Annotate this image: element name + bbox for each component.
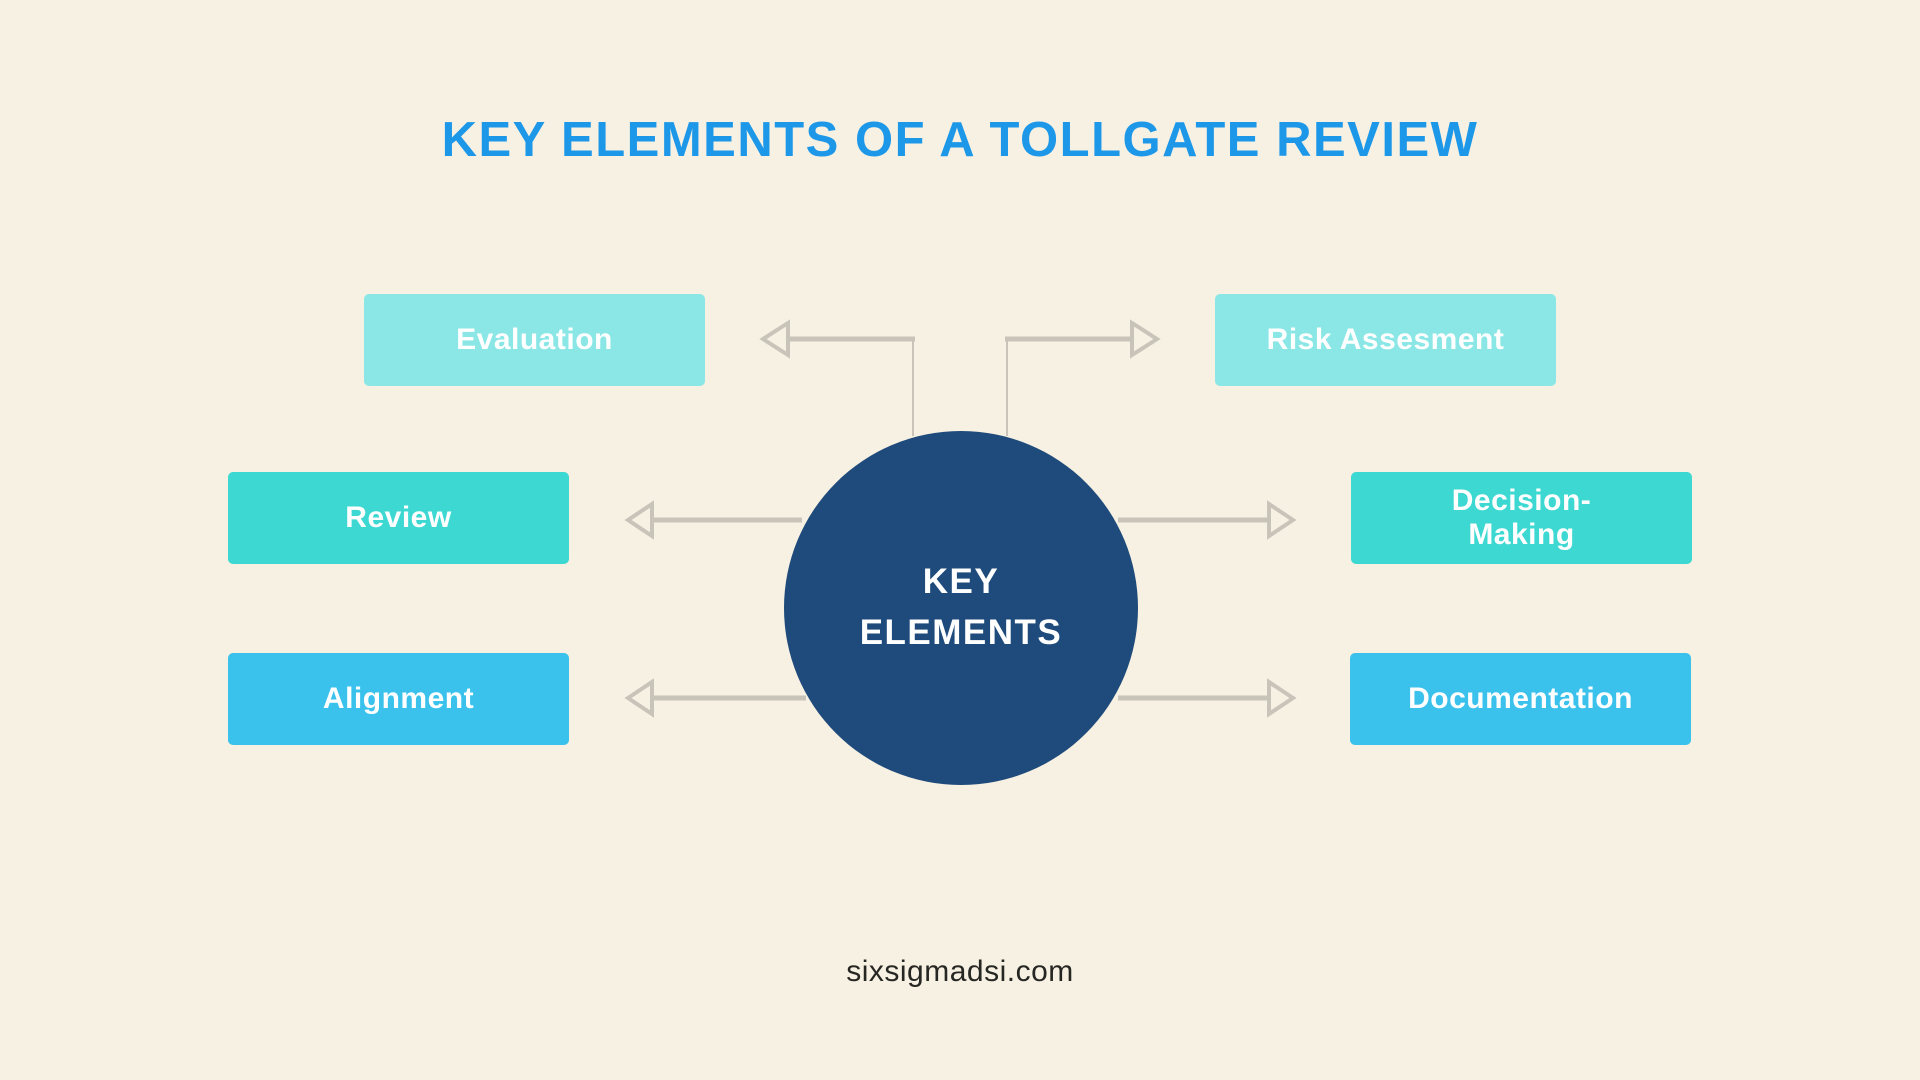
arrow-to-risk-assesment — [1005, 319, 1161, 436]
node-risk-assesment: Risk Assesment — [1215, 294, 1556, 386]
arrow-to-decision-making — [1118, 500, 1297, 540]
node-documentation: Documentation — [1350, 653, 1691, 745]
center-circle: KEY ELEMENTS — [784, 431, 1138, 785]
arrow-to-review — [624, 500, 802, 540]
center-label-line2: ELEMENTS — [859, 613, 1063, 652]
arrow-to-documentation — [1118, 678, 1297, 718]
footer-website: sixsigmadsi.com — [846, 955, 1074, 988]
center-label-line1: KEY — [922, 562, 1000, 602]
arrow-to-alignment — [624, 678, 806, 718]
node-evaluation: Evaluation — [364, 294, 705, 386]
page-title: KEY ELEMENTS OF A TOLLGATE REVIEW — [441, 113, 1479, 167]
arrow-to-evaluation — [759, 319, 915, 436]
node-decision-making: Decision- Making — [1351, 472, 1692, 564]
node-alignment: Alignment — [228, 653, 569, 745]
node-review: Review — [228, 472, 569, 564]
